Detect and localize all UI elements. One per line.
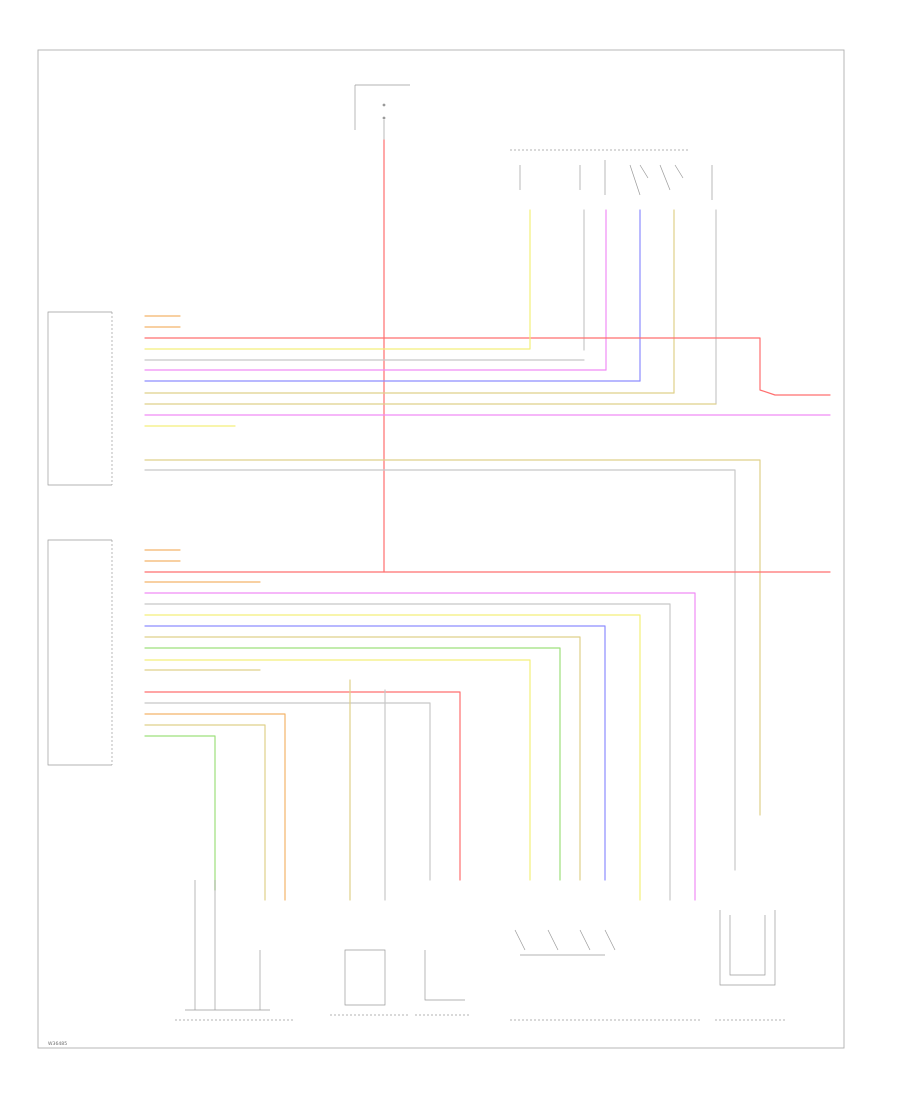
footer-code: W36485	[48, 1041, 67, 1047]
bottom-lock-motor	[330, 949, 410, 1016]
top-power-source	[354, 84, 410, 140]
driver-module-wires	[144, 549, 831, 901]
bottom-left-window-motor	[175, 880, 295, 1021]
bottom-passenger-switch	[715, 910, 785, 1021]
top-right-switch-cluster	[510, 149, 713, 200]
driver-door-module-bracket	[47, 539, 113, 766]
bottom-right-switch-bank	[510, 929, 700, 1021]
vertical-wires-top	[383, 139, 717, 573]
bottom-mirror-switch	[415, 950, 470, 1016]
diagram-frame	[37, 49, 845, 1049]
passenger-module-wires	[144, 315, 831, 871]
front-passenger-door-module-bracket	[47, 311, 113, 486]
